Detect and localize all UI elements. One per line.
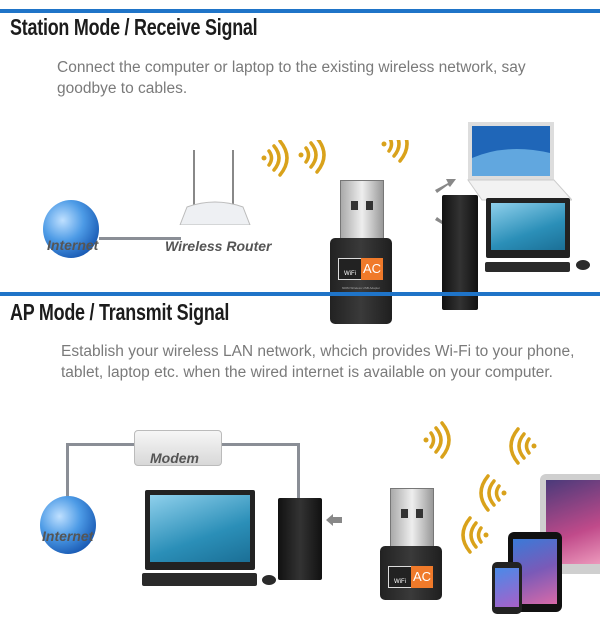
internet-label: Internet xyxy=(47,237,99,253)
internet-label: Internet xyxy=(42,528,94,544)
station-mode-title: Station Mode / Receive Signal xyxy=(10,14,258,40)
wifi-signal-icon xyxy=(261,140,409,177)
station-mode-description: Connect the computer or laptop to the ex… xyxy=(57,59,526,97)
modem-label: Modem xyxy=(150,450,199,466)
wifi-signal-icon xyxy=(423,421,537,512)
wireless-router-label: Wireless Router xyxy=(165,238,272,254)
cable xyxy=(297,443,300,501)
phone-icon xyxy=(492,562,522,614)
desktop-monitor-icon xyxy=(145,490,255,570)
usb-adapter-icon: WiFi AC 600M Wireless USB Adapter xyxy=(330,180,392,324)
adapter-wifi-text: WiFi xyxy=(388,566,412,588)
globe-icon xyxy=(40,496,96,554)
desktop-tower-icon xyxy=(442,195,478,310)
cable xyxy=(220,443,300,446)
arrow-icon xyxy=(326,514,342,526)
keyboard-icon xyxy=(485,262,570,272)
globe-icon xyxy=(43,200,99,258)
ap-mode-description: Establish your wireless LAN network, whc… xyxy=(61,343,575,381)
cable xyxy=(99,237,181,240)
desktop-tower-icon xyxy=(278,498,322,580)
cable xyxy=(66,443,69,503)
router-icon xyxy=(179,150,251,225)
divider-middle xyxy=(0,292,600,296)
divider-top xyxy=(0,9,600,13)
adapter-wifi-text: WiFi xyxy=(338,258,362,280)
adapter-ac-badge: AC xyxy=(361,258,383,280)
modem-icon xyxy=(134,430,222,466)
laptop-icon xyxy=(467,122,572,201)
wifi-signal-icon xyxy=(461,516,489,554)
mouse-icon xyxy=(576,260,590,270)
adapter-ac-badge: AC xyxy=(411,566,433,588)
usb-adapter-icon: WiFi AC xyxy=(380,488,442,632)
ap-mode-title: AP Mode / Transmit Signal xyxy=(10,299,230,325)
cable xyxy=(66,443,136,446)
adapter-model-text: 600M Wireless USB Adapter xyxy=(341,286,380,290)
keyboard-icon xyxy=(142,573,257,586)
desktop-monitor-icon xyxy=(486,198,570,258)
mouse-icon xyxy=(262,575,276,585)
